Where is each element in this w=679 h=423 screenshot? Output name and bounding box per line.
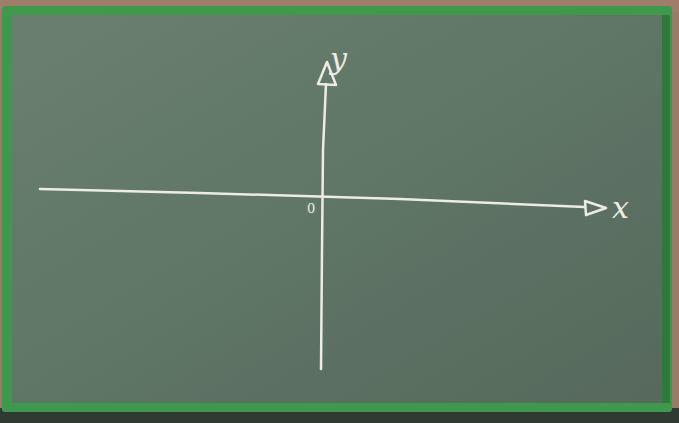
axis-label: y [330,44,347,74]
origin-label: 0 [305,202,317,215]
frame-shadow [662,15,670,403]
board-surface [12,15,662,403]
x-axis-arrowhead [585,201,606,215]
board-frame [2,6,672,412]
y-axis-line [321,84,326,369]
axis-label: x [612,193,629,223]
